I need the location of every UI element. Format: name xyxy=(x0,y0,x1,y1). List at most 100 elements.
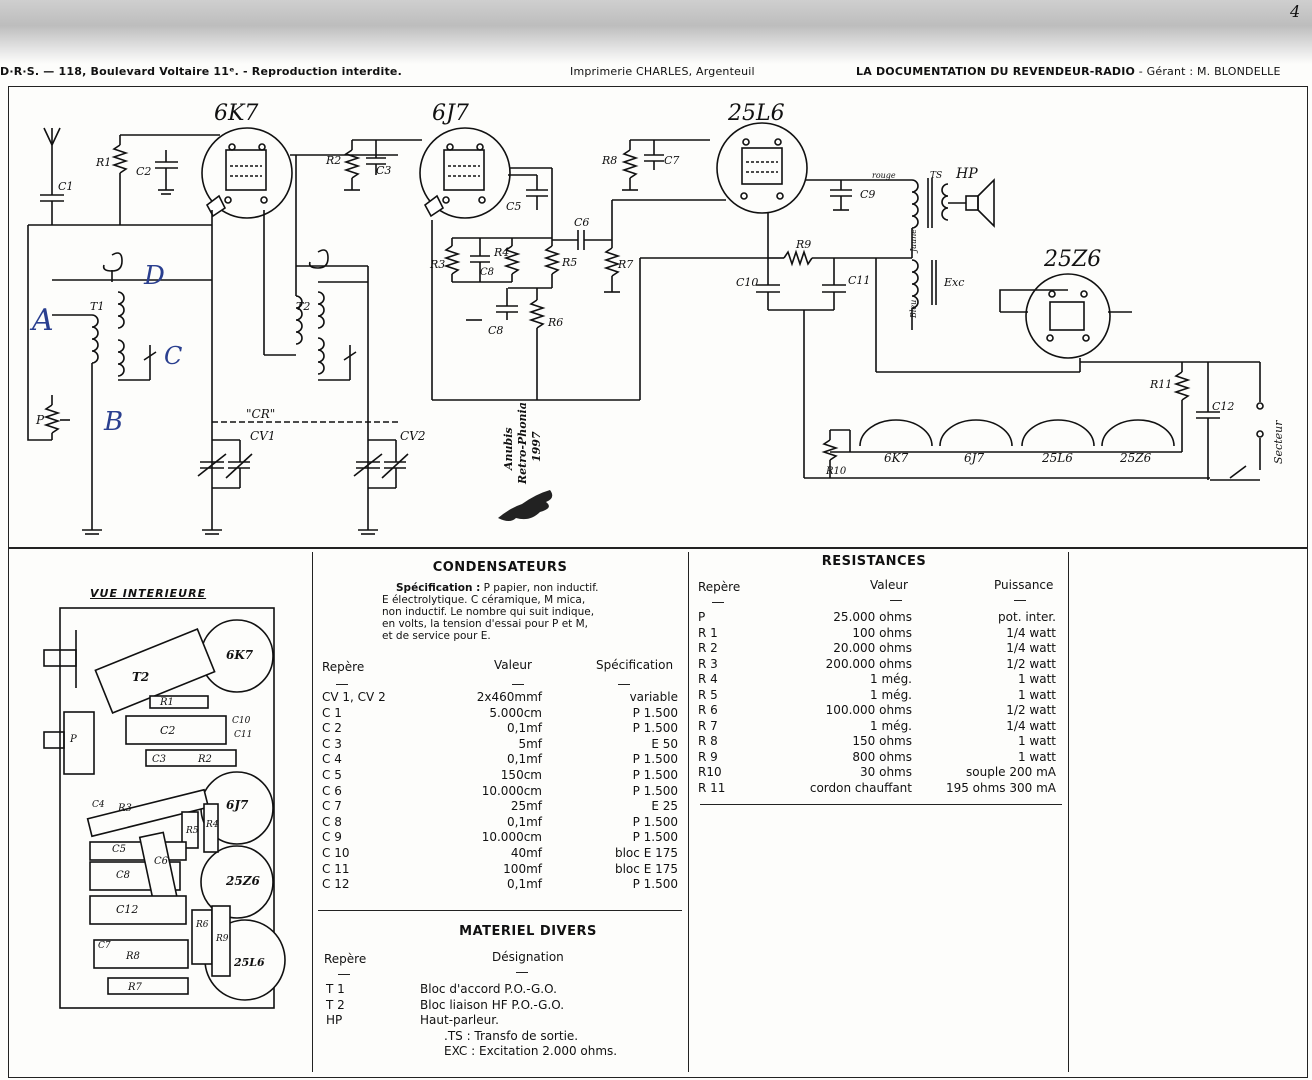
hand-d: D xyxy=(143,261,165,291)
res-value: 200.000 ohms xyxy=(825,656,912,671)
cond-ref: C 8 xyxy=(322,814,342,829)
cond-ref: CV 1, CV 2 xyxy=(322,690,386,704)
header-right-rest: - Gérant : M. BLONDELLE xyxy=(1135,65,1281,78)
label-r9: R9 xyxy=(795,238,811,251)
vue-label-c3: C3 xyxy=(152,754,167,765)
capacitor-c10 xyxy=(756,258,780,310)
title-25z6: 25Z6 xyxy=(1043,247,1101,272)
label-bleu: Bleu xyxy=(909,300,918,319)
vue-label-c8: C8 xyxy=(116,870,131,881)
spec-line-2: non inductif. Le nombre qui suit indique… xyxy=(382,606,595,618)
vue-label-r2: R2 xyxy=(198,754,212,765)
label-c12: C12 xyxy=(1212,400,1234,413)
vue-title: VUE INTERIEURE xyxy=(90,587,207,600)
dash xyxy=(712,602,724,603)
spec-line-4: et de service pour E. xyxy=(382,630,491,642)
dash xyxy=(512,684,524,685)
cond-spec: P 1.500 xyxy=(632,830,678,845)
cond-value: 0,1mf xyxy=(507,721,542,736)
spec-label: Spécification : xyxy=(396,582,481,594)
cond-value: 2x460mmf xyxy=(476,690,542,704)
label-ts: TS xyxy=(930,171,942,181)
res-ref: R 3 xyxy=(698,656,718,671)
label-c4: C8 xyxy=(480,267,494,278)
mat-ref: T 2 xyxy=(326,997,345,1012)
res-power: 1 watt xyxy=(1017,749,1056,764)
hand-b: B xyxy=(103,407,123,437)
res-power: 1 watt xyxy=(1017,687,1056,702)
cond-header-ref: Repère xyxy=(322,660,365,674)
cond-ref: C 12 xyxy=(322,877,350,892)
capacitor-c3 xyxy=(366,140,386,175)
capacitor-c1 xyxy=(40,180,64,225)
vue-label-t2: T2 xyxy=(132,670,150,684)
hand-c: C xyxy=(164,342,182,370)
cond-ref: C 2 xyxy=(322,721,342,736)
divider-2 xyxy=(688,552,689,1072)
res-ref: R 11 xyxy=(698,780,726,795)
label-cv1: CV1 xyxy=(250,429,275,443)
cond-value: 150cm xyxy=(500,768,542,782)
cond-spec: P 1.500 xyxy=(632,705,678,720)
watermark-logo: Anubis Retro-Phonia 1997 xyxy=(498,402,553,521)
vue-label-25z6: 25Z6 xyxy=(226,874,260,888)
label-r8: R8 xyxy=(601,154,617,167)
filament-label-25l6: 25L6 xyxy=(1041,451,1073,465)
header-right: LA DOCUMENTATION DU REVENDEUR-RADIO - Gé… xyxy=(856,65,1281,78)
resistor-r11 xyxy=(1173,362,1191,412)
cond-ref: C 11 xyxy=(322,861,350,876)
capacitor-c7 xyxy=(644,140,664,170)
schematic-frame xyxy=(8,86,1308,548)
variable-capacitor-cv1 xyxy=(197,439,253,535)
resistor-r1 xyxy=(111,135,129,225)
filament-label-6k7: 6K7 xyxy=(884,451,909,465)
resistor-r9 xyxy=(768,249,876,267)
vue-label-c5: C5 xyxy=(112,844,127,855)
res-header-val: Valeur xyxy=(870,578,908,592)
res-ref: R 7 xyxy=(698,718,718,733)
label-exc: Exc xyxy=(943,276,964,289)
potentiometer-p xyxy=(43,395,102,535)
res-ref: R10 xyxy=(698,765,722,779)
label-jaune: Jaune xyxy=(909,229,918,254)
vue-label-c7: C7 xyxy=(98,941,111,951)
resistor-r3 xyxy=(443,238,461,282)
res-power: pot. inter. xyxy=(998,610,1056,624)
tube-25z6 xyxy=(1000,273,1132,359)
cond-value: 10.000cm xyxy=(481,783,542,798)
divider-resistances-end xyxy=(700,804,1062,805)
res-ref: R 1 xyxy=(698,625,718,640)
res-power: 195 ohms 300 mA xyxy=(945,780,1056,795)
resistor-r5 xyxy=(543,168,561,288)
dash xyxy=(1014,600,1026,601)
label-t2: T2 xyxy=(296,300,310,313)
cond-spec: P 1.500 xyxy=(632,752,678,767)
cond-ref: C 7 xyxy=(322,799,342,814)
label-r1: R1 xyxy=(95,156,111,169)
label-c2: C2 xyxy=(136,165,151,178)
cond-value: 0,1mf xyxy=(507,877,542,892)
field-coil-exc xyxy=(911,259,937,309)
res-value: 100 ohms xyxy=(852,625,912,640)
vue-label-c12: C12 xyxy=(116,903,139,916)
label-p: P xyxy=(35,413,45,427)
resistor-r8 xyxy=(621,140,639,191)
res-value: 100.000 ohms xyxy=(825,703,912,717)
hand-a: A xyxy=(29,303,54,338)
vue-label-r1: R1 xyxy=(160,697,174,708)
mat-designation: Bloc liaison HF P.O.-G.O. xyxy=(420,997,565,1012)
divider-3 xyxy=(1068,552,1069,1072)
dash xyxy=(890,600,902,601)
res-power: 1/2 watt xyxy=(1006,656,1056,671)
vue-label-6j7: 6J7 xyxy=(226,798,249,812)
tube-6j7 xyxy=(419,127,511,219)
cond-spec: P 1.500 xyxy=(632,721,678,736)
res-value: 25.000 ohms xyxy=(833,610,912,624)
cond-value: 5.000cm xyxy=(489,705,542,720)
cond-ref: C 5 xyxy=(322,768,342,782)
res-value: 1 még. xyxy=(870,718,912,733)
vue-label-r6: R6 xyxy=(196,920,209,930)
cond-spec: E 50 xyxy=(651,736,678,751)
